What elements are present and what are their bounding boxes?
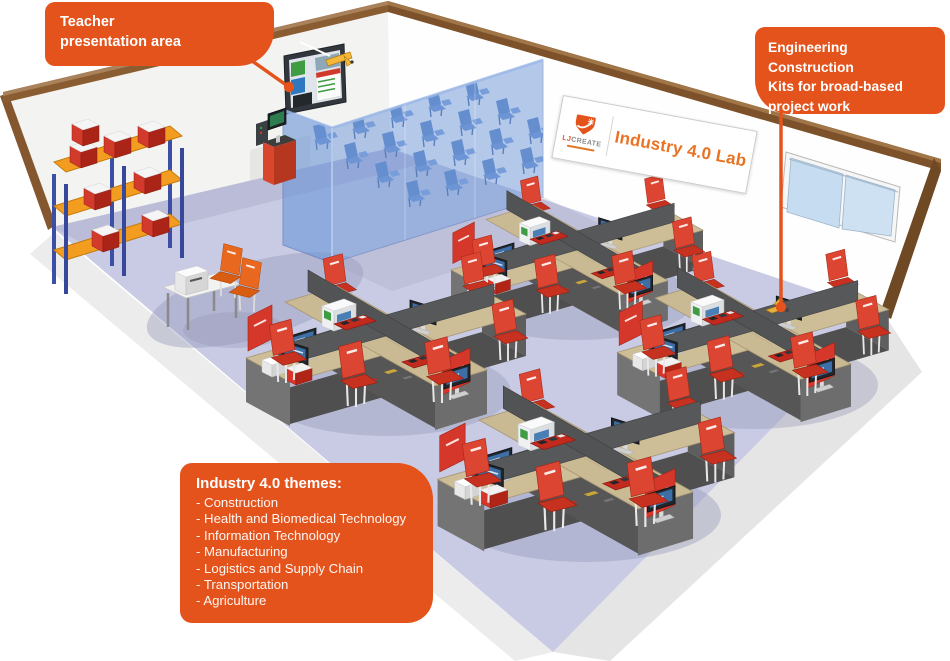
theme-item: - Transportation bbox=[196, 577, 289, 593]
ljcreate-shield-icon bbox=[575, 114, 596, 135]
themes-title: Industry 4.0 themes: bbox=[196, 475, 342, 492]
printer-table bbox=[161, 242, 263, 330]
callout-line: project work bbox=[768, 98, 851, 114]
leader-dot-kits bbox=[775, 301, 787, 313]
theme-item: - Information Technology bbox=[196, 527, 341, 543]
callout-teacher-presentation: Teacher presentation area bbox=[45, 2, 274, 66]
wall-trim-left bbox=[0, 93, 56, 230]
callout-line: Teacher bbox=[60, 14, 115, 30]
callout-line: Engineering Construction bbox=[768, 40, 854, 75]
smartboard bbox=[283, 41, 354, 115]
callout-industry-themes: Industry 4.0 themes: - Construction - He… bbox=[180, 463, 433, 623]
ljcreate-logo: LJCREATE bbox=[555, 109, 613, 154]
theme-item: - Manufacturing bbox=[196, 544, 288, 560]
theme-item: - Construction bbox=[196, 495, 279, 510]
leader-dot-teacher bbox=[283, 81, 295, 93]
wall-sign: LJCREATE Industry 4.0 Lab bbox=[551, 95, 758, 195]
storage-rack bbox=[52, 118, 184, 294]
callout-line: Kits for broad-based bbox=[768, 79, 903, 95]
theme-item: - Health and Biomedical Technology bbox=[196, 511, 407, 527]
sign-title: Industry 4.0 Lab bbox=[613, 127, 749, 171]
callout-engineering-kits: Engineering Construction Kits for broad-… bbox=[755, 27, 945, 114]
teacher-podium bbox=[256, 107, 296, 185]
leader-line-kits bbox=[775, 110, 787, 313]
theme-item: - Agriculture bbox=[196, 593, 267, 609]
callout-line: presentation area bbox=[60, 34, 181, 50]
wall-trim-right-edge bbox=[880, 158, 941, 319]
theme-item: - Logistics and Supply Chain bbox=[196, 560, 364, 576]
